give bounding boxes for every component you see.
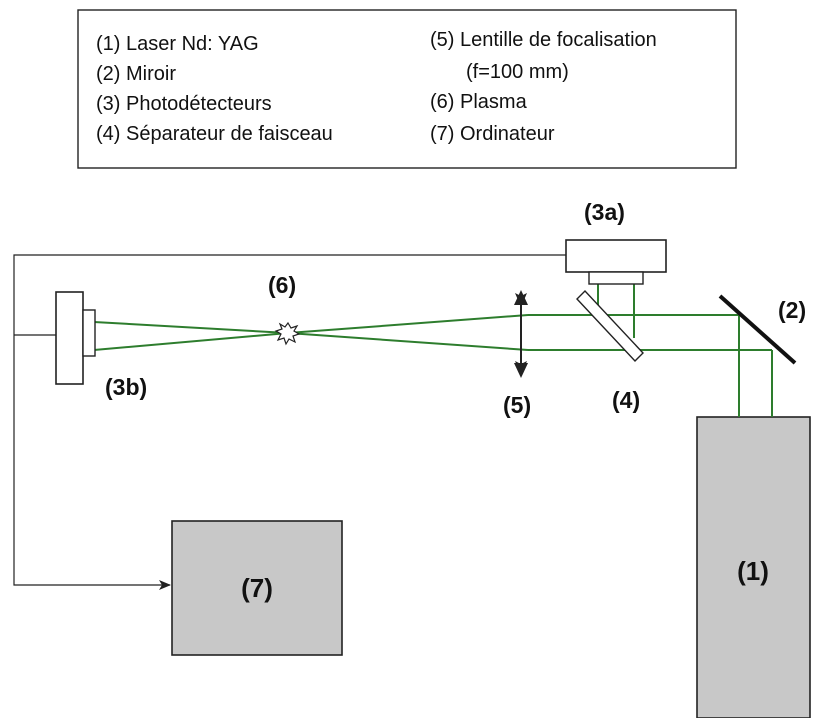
beam-splitter-plate [576, 289, 644, 363]
mirror-label: (2) [778, 297, 806, 323]
laser-label: (1) [737, 556, 769, 586]
detector-a-body [565, 239, 667, 273]
laser-body [696, 416, 811, 718]
detector-a-label: (3a) [584, 199, 625, 225]
detector-b-body [55, 291, 84, 385]
computer-label: (7) [241, 573, 273, 603]
detector-b-window [82, 309, 96, 357]
computer: (7) [171, 520, 343, 656]
star-burst-icon [274, 321, 301, 346]
lens-label: (5) [503, 392, 531, 418]
detector-b: (3b) [55, 291, 147, 400]
plasma-label: (6) [268, 272, 296, 298]
laser: (1) [696, 416, 811, 718]
plasma: (6) [268, 272, 301, 346]
detector-b-label: (3b) [105, 374, 147, 400]
beam-converge-bottom [287, 332, 529, 351]
beam-splitter: (4) [576, 289, 644, 413]
beam-diverge-top [93, 321, 289, 334]
legend-item-photodetectors: (3) Photodétecteurs [96, 93, 272, 115]
legend-item-laser: (1) Laser Nd: YAG [96, 33, 259, 55]
beam-splitter-label: (4) [612, 387, 640, 413]
mirror: (2) [718, 294, 806, 365]
legend-item-lens: (5) Lentille de focalisation [430, 29, 657, 51]
legend-item-computer: (7) Ordinateur [430, 123, 555, 145]
legend-item-lens-focal: (f=100 mm) [466, 61, 569, 83]
signal-wiring [13, 254, 566, 590]
legend: (1) Laser Nd: YAG (2) Miroir (3) Photodé… [77, 9, 737, 169]
signal-cable [13, 254, 566, 590]
laser-beams [93, 282, 773, 417]
detector-a: (3a) [565, 199, 667, 285]
legend-item-plasma: (6) Plasma [430, 91, 528, 113]
legend-item-beam-splitter: (4) Séparateur de faisceau [96, 123, 333, 145]
beam-converge-top [287, 314, 529, 334]
legend-frame [77, 9, 737, 169]
mirror-surface [718, 294, 797, 365]
computer-body [171, 520, 343, 656]
detector-a-window [588, 271, 644, 285]
double-arrow-icon [514, 290, 528, 378]
legend-item-mirror: (2) Miroir [96, 63, 176, 85]
beam-diverge-bottom [93, 332, 289, 351]
focusing-lens: (5) [503, 290, 531, 418]
